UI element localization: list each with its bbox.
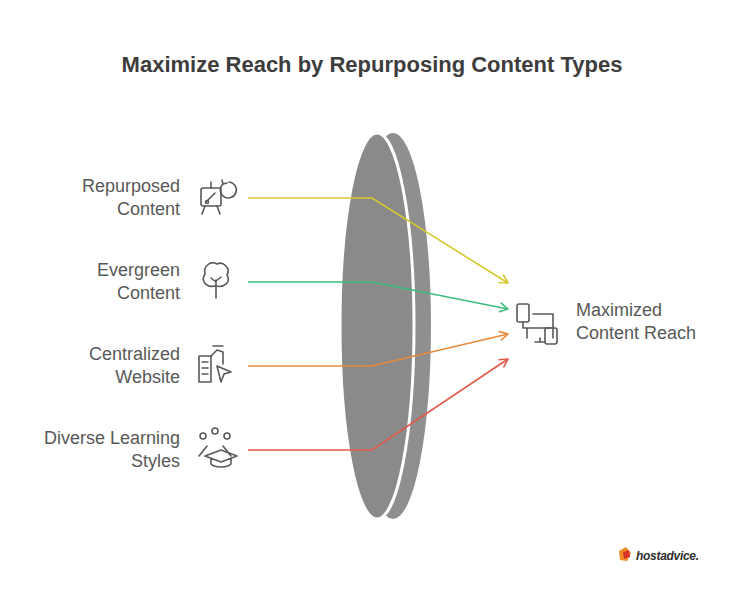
connector-line [248,359,508,450]
node-icon [188,426,244,474]
flow-arrow [248,359,508,450]
source-node: Centralized Website [20,341,248,391]
arrow-head [499,359,508,367]
connector-line [248,334,508,366]
node-label: Diverse Learning Styles [30,427,180,473]
connector-line [248,282,508,309]
result-node: Maximized Content Reach [508,280,723,364]
node-icon [508,298,564,346]
node-icon [188,258,244,306]
logo-mark [619,547,631,561]
arrow-head [499,303,508,311]
source-node: Repurposed Content [20,173,248,223]
node-icon [188,342,244,390]
watermark: hostadvice. [636,549,699,563]
flow-arrow [248,282,508,312]
arrow-head [499,332,508,340]
arrow-head [499,275,508,283]
node-label: Evergreen Content [60,259,180,305]
lens-front [340,133,414,519]
node-label: Maximized Content Reach [576,299,711,345]
node-label: Repurposed Content [60,175,180,221]
flow-arrow [248,332,508,366]
source-node: Evergreen Content [20,257,248,307]
connector-line [248,198,508,283]
diagram-title: Maximize Reach by Repurposing Content Ty… [0,52,744,78]
flow-arrow [248,198,508,283]
source-node: Diverse Learning Styles [20,425,248,475]
node-label: Centralized Website [60,343,180,389]
node-icon [188,174,244,222]
